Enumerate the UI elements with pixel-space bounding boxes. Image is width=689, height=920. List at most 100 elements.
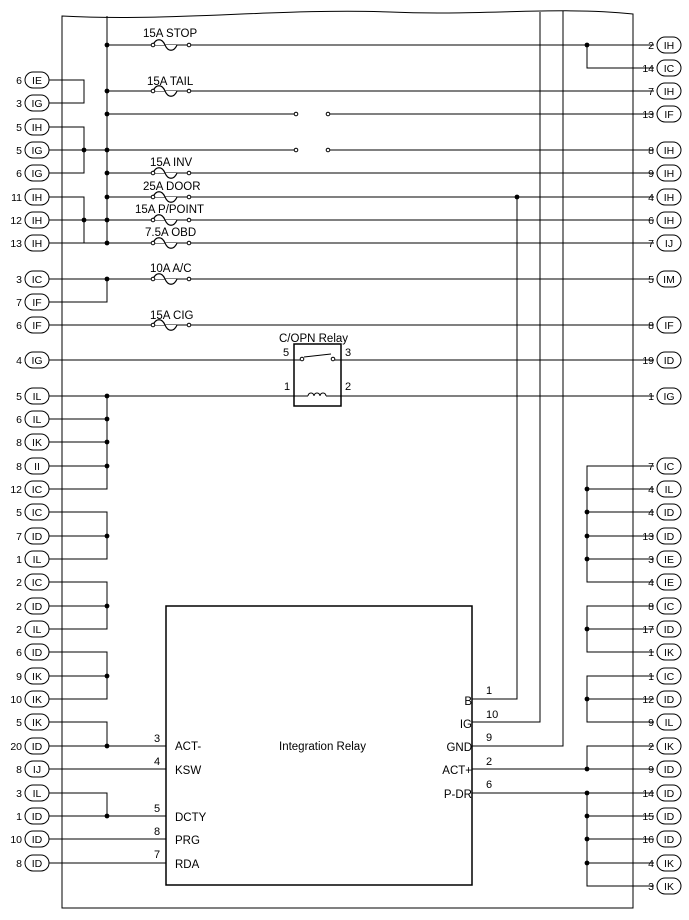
connector-code: IG xyxy=(31,145,42,157)
junction-dot xyxy=(584,509,590,515)
diagram-frame xyxy=(61,10,634,909)
connector-oval xyxy=(656,36,682,54)
fuse-label: 10A A/C xyxy=(150,263,192,275)
connector-pin-number: 3 xyxy=(16,788,22,800)
connector-code: ID xyxy=(664,355,675,367)
connector-oval xyxy=(656,713,682,731)
connector-pin-number: 6 xyxy=(648,215,654,227)
connector-code: IK xyxy=(32,671,42,683)
connector-pin-number: 13 xyxy=(642,109,654,121)
ir-right-label: IG xyxy=(460,719,472,731)
fuse-15a-ppoint: 15A P/POINT xyxy=(135,204,204,216)
connector-pin-number: 12 xyxy=(10,215,22,227)
wire xyxy=(49,721,108,746)
ir-left-label: DCTY xyxy=(175,812,207,824)
connector-code: IC xyxy=(664,461,675,473)
connector-oval xyxy=(24,351,50,369)
fuse-label: 15A INV xyxy=(150,157,193,169)
fuse-15a-tail: 15A TAIL xyxy=(147,76,194,88)
connector-code: II xyxy=(34,461,40,473)
connector-pin-number: 2 xyxy=(648,741,654,753)
connector-pin-number: 10 xyxy=(10,694,22,706)
connector-oval xyxy=(656,105,682,123)
connector-oval xyxy=(656,188,682,206)
connector-pin-number: 5 xyxy=(16,122,22,134)
connector-pin-number: 6 xyxy=(16,414,22,426)
ir-left-label: ACT- xyxy=(175,741,201,753)
connector-pin-number: 12 xyxy=(10,484,22,496)
junction-dot xyxy=(104,393,110,399)
connector-code: IG xyxy=(31,98,42,110)
relay-pin-3: 3 xyxy=(345,347,351,359)
junction-dot xyxy=(104,147,110,153)
fuse-15a-stop: 15A STOP xyxy=(143,28,197,40)
junction-dot xyxy=(104,813,110,819)
connector-pin-number: 4 xyxy=(648,858,654,870)
connector-code: IH xyxy=(32,192,43,204)
fuse-10a-ac: 10A A/C xyxy=(150,263,192,275)
fuse-terminal xyxy=(150,194,156,200)
connector-oval xyxy=(24,71,50,89)
ir-right-label: P-DR xyxy=(444,789,472,801)
connector-code: ID xyxy=(664,531,675,543)
connector-code: IC xyxy=(32,577,43,589)
junction-dot xyxy=(584,813,590,819)
junction-dot xyxy=(104,111,110,117)
connector-pin-number: 10 xyxy=(10,834,22,846)
connector-pin-number: 5 xyxy=(648,274,654,286)
connector-code: IJ xyxy=(33,764,41,776)
connector-oval xyxy=(656,457,682,475)
connector-code: IM xyxy=(663,274,675,286)
connector-oval xyxy=(24,690,50,708)
ir-right-label: ACT+ xyxy=(442,765,472,777)
ir-right-pin: 9 xyxy=(486,732,492,744)
connector-pin-number: 15 xyxy=(642,811,654,823)
relay-pin-5: 5 xyxy=(283,347,289,359)
open-terminal xyxy=(293,147,299,153)
connector-oval xyxy=(656,690,682,708)
junction-dot xyxy=(584,790,590,796)
connector-code: ID xyxy=(664,694,675,706)
connector-oval xyxy=(656,351,682,369)
connector-oval xyxy=(656,737,682,755)
wire xyxy=(472,197,518,700)
connector-pin-number: 3 xyxy=(16,98,22,110)
fuse-symbol xyxy=(152,319,178,331)
fuse-terminal xyxy=(150,170,156,176)
connector-oval xyxy=(24,457,50,475)
connector-pin-number: 5 xyxy=(16,507,22,519)
connector-code: IL xyxy=(33,788,42,800)
connector-oval xyxy=(24,620,50,638)
connector-code: IF xyxy=(664,320,673,332)
junction-dot xyxy=(584,533,590,539)
connector-oval xyxy=(24,188,50,206)
connector-pin-number: 4 xyxy=(648,507,654,519)
